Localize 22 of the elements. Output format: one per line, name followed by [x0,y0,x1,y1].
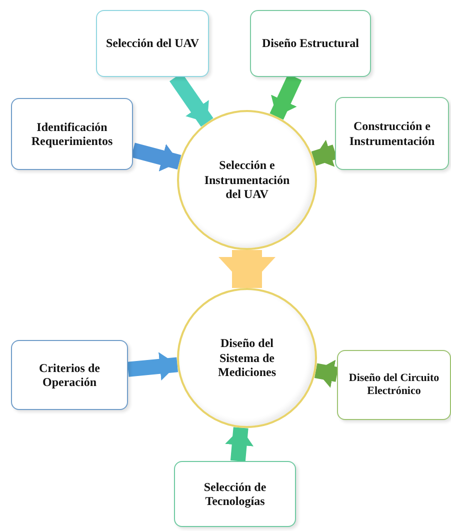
process-box [11,340,128,410]
process-box [250,10,371,77]
node-label: Selección e Instrumentación del UAV [203,158,291,202]
node-label: Selección del UAV [104,36,200,51]
block-arrow [131,142,182,172]
node-label: Diseño del Sistema de Mediciones [217,336,277,380]
node-label: Diseño Estructural [261,36,360,51]
process-box [337,350,451,420]
node-label: Diseño del Circuito Electrónico [348,372,440,398]
node-label: Criterios de Operación [38,360,101,390]
process-box [96,10,209,77]
block-arrow [225,427,254,462]
process-box [174,461,296,527]
block-arrow [127,352,178,381]
node-label: Construcción e Instrumentación [348,119,436,148]
node-label: Identificación Requerimientos [30,120,114,148]
process-box [11,98,133,170]
block-arrow [311,140,338,167]
process-box [335,97,449,170]
block-arrow [218,250,276,288]
node-label: Selección de Tecnologías [202,480,268,508]
block-arrow [314,360,338,388]
